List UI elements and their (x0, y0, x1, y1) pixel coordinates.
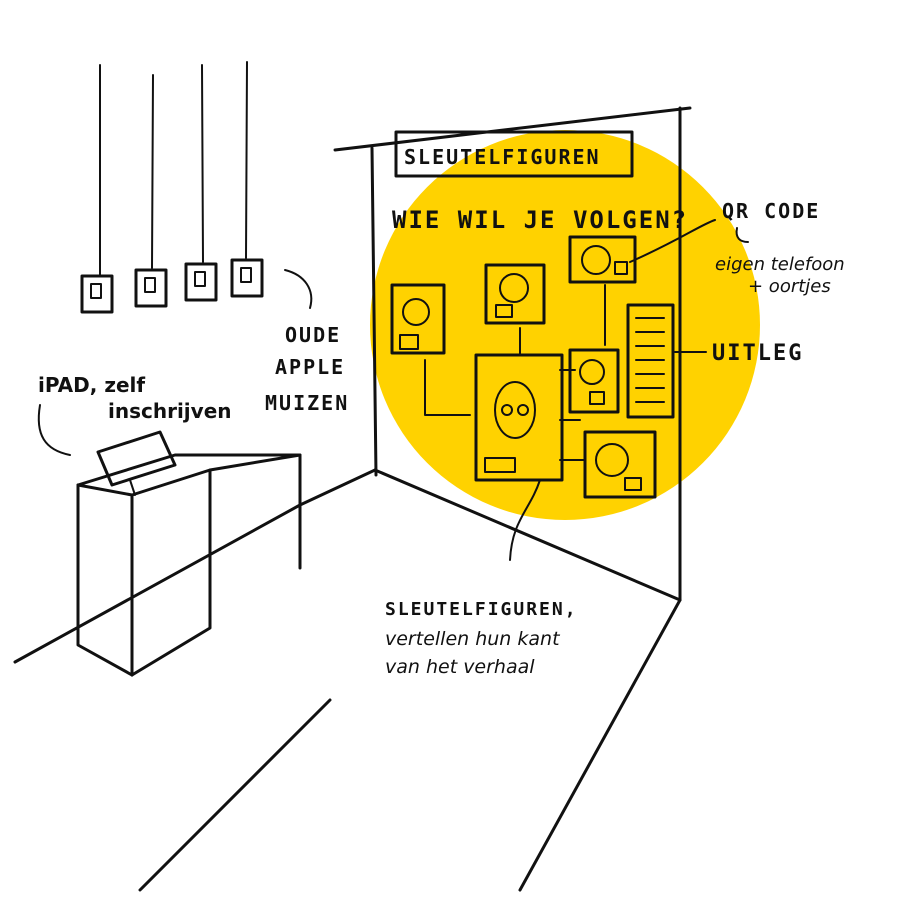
portrait-icon (484, 263, 546, 325)
qr-note-line2: + oortjes (748, 276, 831, 297)
wall-title-board (394, 130, 634, 178)
mouse-icon (80, 274, 114, 314)
qr-code-label: QR CODE (722, 199, 820, 223)
uitleg-panel (626, 303, 675, 419)
room-outline (13, 106, 692, 892)
portrait-icon (474, 353, 564, 482)
tablet-icon (96, 430, 177, 496)
mice-label-line3: MUIZEN (265, 391, 349, 415)
qr-icon (614, 261, 628, 275)
annotation-pointers (509, 219, 749, 561)
wall-title: SLEUTELFIGUREN (404, 145, 601, 169)
yellow-highlight-circle (370, 130, 760, 520)
figures-note-line3: van het verhaal (385, 656, 535, 678)
figures-note-line1: SLEUTELFIGUREN, (385, 599, 578, 620)
figures-note-line2: vertellen hun kant (385, 628, 561, 650)
mice-label-line1: OUDE (285, 323, 341, 347)
uitleg-label: UITLEG (712, 341, 803, 366)
ipad-counter (37, 404, 302, 677)
portrait-icon (583, 430, 657, 499)
hanging-mice (80, 61, 313, 314)
portrait-icon (390, 283, 446, 355)
wall-question: WIE WIL JE VOLGEN? (392, 206, 688, 234)
figure-cards (390, 235, 675, 499)
ipad-label-line2: inschrijven (108, 399, 232, 423)
qr-note-line1: eigen telefoon (715, 254, 845, 275)
mouse-icon (134, 268, 168, 308)
ipad-label-line1: iPAD, zelf (38, 373, 145, 397)
mouse-icon (184, 262, 218, 302)
mouse-icon (230, 258, 264, 298)
mice-label-line2: APPLE (275, 355, 345, 379)
portrait-icon (568, 348, 620, 414)
